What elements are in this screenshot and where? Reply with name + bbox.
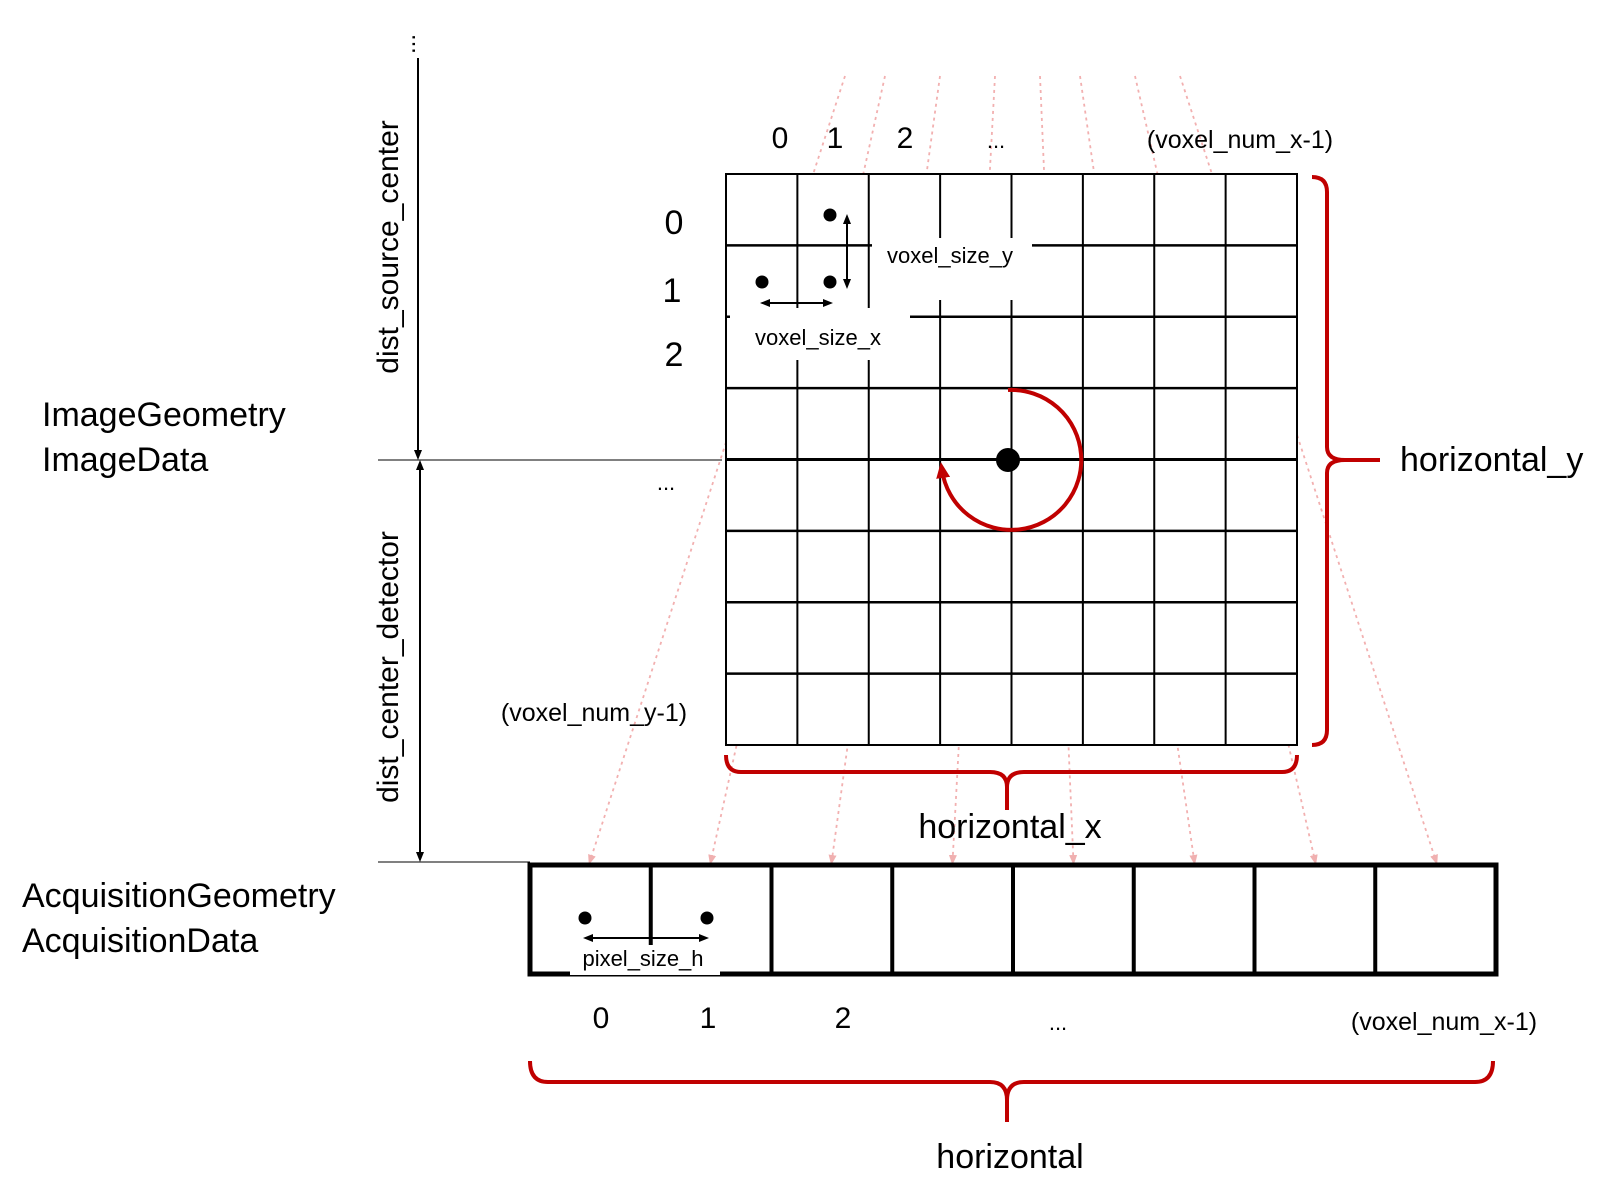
voxel-size-y-label: voxel_size_y <box>887 243 1013 268</box>
detector-pixel-label: ... <box>1049 1010 1067 1035</box>
detector-pixel-label: (voxel_num_x-1) <box>1351 1008 1537 1036</box>
acquisition-data-label: AcquisitionData <box>22 922 258 960</box>
voxel-center-dot <box>823 275 837 289</box>
grid-col-label: ... <box>987 128 1005 153</box>
pixel-size-label-bg <box>570 945 720 975</box>
top-ellipsis: ... <box>394 34 421 54</box>
grid-row-label: 1 <box>663 272 682 310</box>
horizontal-brace <box>528 1060 1495 1101</box>
voxel-size-y-label-bg <box>872 238 1032 300</box>
pixel-center-dot <box>578 911 592 925</box>
voxel-center-dot <box>755 275 769 289</box>
voxel-size-x-label-bg <box>730 308 910 360</box>
grid-row-label: (voxel_num_y-1) <box>501 699 687 727</box>
detector-pixel-label: 2 <box>835 1002 852 1035</box>
horizontal-y-label: horizontal_y <box>1400 441 1583 479</box>
dist-source-center-label: dist_source_center <box>372 120 405 373</box>
grid-col-label: 2 <box>897 122 914 155</box>
grid-col-label: (voxel_num_x-1) <box>1147 126 1333 154</box>
voxel-size-x-label: voxel_size_x <box>755 325 881 350</box>
detector-pixel-labels: 0 1 2 ... (voxel_num_x-1) <box>593 1002 1537 1036</box>
projection-ray <box>588 75 846 865</box>
grid-col-label: 1 <box>827 122 844 155</box>
rotation-center-dot <box>996 448 1020 472</box>
detector-array <box>527 862 1499 977</box>
rotation-arrow <box>936 387 1084 532</box>
grid-row-label: 2 <box>665 336 684 374</box>
grid-row-label: ... <box>657 470 675 495</box>
grid-row-label: 0 <box>665 204 684 242</box>
horizontal-label: horizontal <box>936 1138 1083 1176</box>
pixel-center-dot <box>700 911 714 925</box>
grid-col-label: 0 <box>772 122 789 155</box>
detector-pixel-label: 1 <box>700 1002 717 1035</box>
pixel-size-label: pixel_size_h <box>582 946 703 971</box>
horizontal-y-brace <box>1311 175 1346 747</box>
image-data-label: ImageData <box>42 441 208 479</box>
grid-row-labels: 0 1 2 ... (voxel_num_y-1) <box>501 204 687 727</box>
horizontal-x-brace <box>724 754 1299 788</box>
horizontal-x-label: horizontal_x <box>918 808 1101 846</box>
voxel-center-dot <box>823 208 837 222</box>
detector-pixel-label: 0 <box>593 1002 610 1035</box>
projection-ray <box>1179 75 1438 865</box>
image-geometry-label: ImageGeometry <box>42 396 286 434</box>
dist-center-detector-label: dist_center_detector <box>372 531 405 803</box>
acquisition-geometry-label: AcquisitionGeometry <box>22 877 336 915</box>
grid-column-labels: 0 1 2 ... (voxel_num_x-1) <box>772 122 1333 155</box>
